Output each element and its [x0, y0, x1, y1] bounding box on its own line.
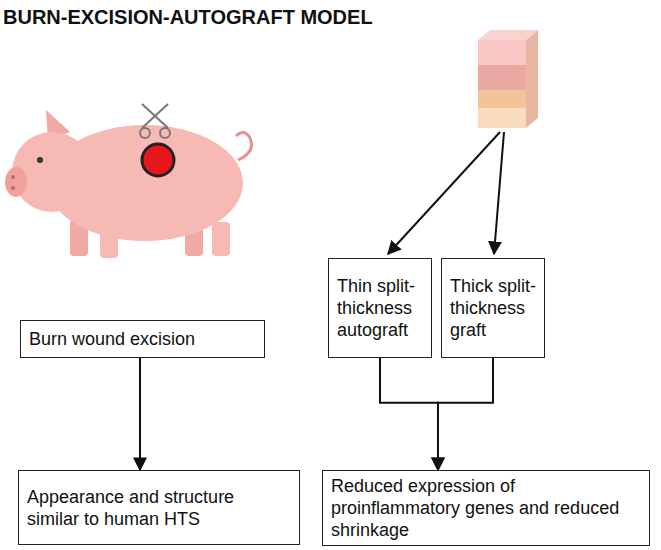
- pig-tail: [236, 132, 252, 160]
- process-box: Appearance and structure similar to huma…: [18, 470, 300, 545]
- box-text: Burn wound excision: [29, 328, 256, 350]
- skin-layer: [478, 65, 526, 90]
- process-box: Reduced expression of proinflammatory ge…: [322, 470, 650, 546]
- skin-layer: [478, 40, 526, 65]
- pig-nostril: [11, 186, 15, 190]
- skin-side: [526, 30, 538, 128]
- box-text: Appearance and structure similar to huma…: [27, 486, 291, 530]
- scissors-handle: [140, 128, 150, 138]
- process-box: Burn wound excision: [20, 320, 265, 358]
- burn-wound: [142, 144, 174, 176]
- box-text: Reduced expression of proinflammatory ge…: [331, 475, 641, 541]
- skin-layer: [478, 108, 526, 128]
- pig-snout: [5, 167, 27, 197]
- flow-arrow: [380, 358, 438, 470]
- flow-arrow: [139, 358, 141, 470]
- scissors-blade: [142, 104, 168, 128]
- box-text: Thin split-thickness autograft: [337, 275, 423, 341]
- box-text: Thick split-thickness graft: [450, 275, 536, 341]
- pig-leg: [212, 222, 230, 256]
- flow-arrow: [438, 358, 493, 470]
- scissors-blade: [142, 104, 168, 128]
- graft-arrow: [388, 132, 500, 254]
- pig-illustration: [5, 110, 252, 258]
- scissors-icon: [140, 104, 170, 138]
- process-box: Thin split-thickness autograft: [328, 258, 432, 358]
- scissors-handle: [160, 128, 170, 138]
- graft-arrow: [494, 132, 504, 254]
- pig-nostril: [11, 175, 15, 179]
- skin-block: [478, 30, 538, 128]
- skin-layer: [478, 90, 526, 108]
- pig-eye: [37, 157, 43, 163]
- process-box: Thick split-thickness graft: [441, 258, 545, 358]
- diagram-title: BURN-EXCISION-AUTOGRAFT MODEL: [3, 6, 373, 29]
